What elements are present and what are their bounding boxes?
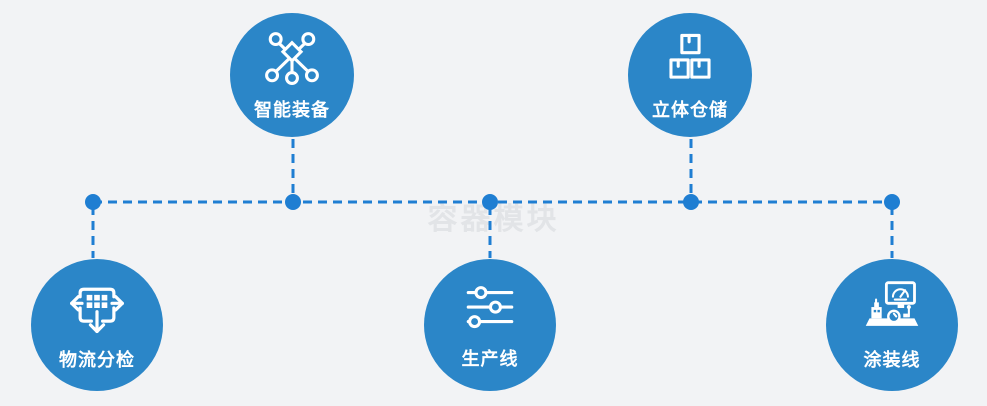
node-stereo-warehouse: 立体仓储 bbox=[628, 13, 752, 137]
junction-dots bbox=[85, 194, 900, 210]
node-label: 物流分检 bbox=[59, 350, 135, 371]
dashed-connector-lines bbox=[91, 139, 894, 258]
node-label: 智能装备 bbox=[254, 100, 330, 121]
node-production-line: 生产线 bbox=[424, 259, 556, 391]
sliders-icon bbox=[461, 279, 519, 337]
control-station-icon bbox=[862, 278, 922, 338]
node-label: 立体仓储 bbox=[652, 100, 728, 121]
node-smart-equipment: 智能装备 bbox=[230, 13, 354, 137]
network-nodes-icon bbox=[263, 30, 321, 88]
node-label: 生产线 bbox=[461, 349, 519, 370]
move-sort-icon bbox=[67, 278, 127, 338]
stacked-boxes-icon bbox=[661, 30, 719, 88]
node-logistics-sorting: 物流分检 bbox=[31, 259, 163, 391]
node-label: 涂装线 bbox=[863, 350, 921, 371]
node-painting-line: 涂装线 bbox=[826, 259, 958, 391]
